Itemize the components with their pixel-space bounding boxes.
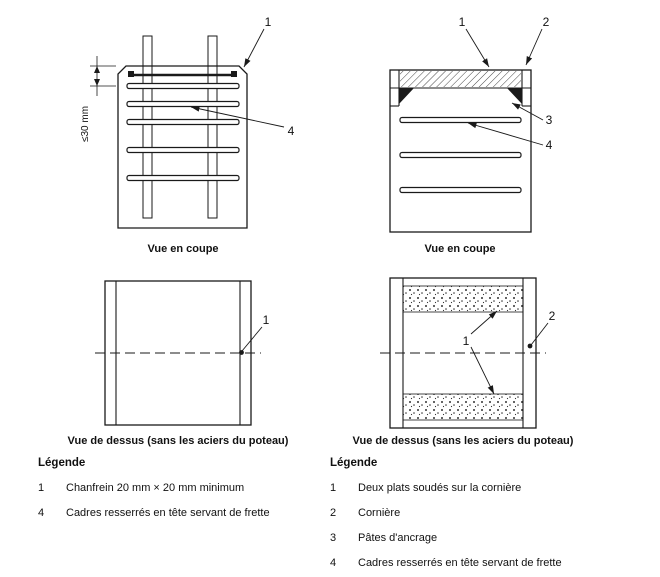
tie-bar: [126, 118, 240, 126]
leader-line: [241, 326, 263, 352]
figure-section-left: ≤30 mm 1 4 Vue en coupe: [80, 15, 295, 255]
leader-line: [467, 122, 544, 146]
leader-line: [511, 102, 544, 121]
figure-caption: Vue en coupe: [424, 243, 495, 255]
legend-item-number: 1: [330, 482, 336, 494]
dimension-tie-spacing: ≤30 mm: [80, 56, 116, 142]
dimension-arrow: [94, 66, 100, 73]
callout-chamfer: 1: [263, 313, 270, 327]
callout-ties: 4: [288, 124, 295, 138]
figure-plan-left: 1 Vue de dessus (sans les aciers du pote…: [68, 280, 289, 447]
callout-plates: 1: [459, 15, 466, 29]
leader-line: [530, 322, 549, 346]
tie-bar: [126, 146, 240, 154]
anchor-lug-right: [507, 88, 522, 104]
leader-line: [465, 28, 490, 68]
column-outline: [389, 69, 532, 233]
leader-dot: [527, 343, 533, 349]
legend-item-text: Cadres resserrés en tête servant de fret…: [66, 507, 270, 519]
leader-line: [470, 346, 495, 395]
head-tie-bars: [399, 116, 522, 194]
tie-bar: [126, 100, 240, 108]
vertical-rebar: [142, 35, 153, 219]
callout-anchor: 3: [546, 113, 553, 127]
legend-item-number: 4: [330, 557, 336, 569]
leader-dot: [239, 350, 244, 355]
tie-bar: [126, 174, 240, 182]
tie-hook: [231, 71, 237, 77]
figure-caption: Vue de dessus (sans les aciers du poteau…: [68, 435, 289, 447]
legend-item-text: Deux plats soudés sur la cornière: [358, 482, 521, 494]
legend-item-number: 1: [38, 482, 44, 494]
legend-left: Légende 1 Chanfrein 20 mm × 20 mm minimu…: [38, 457, 270, 519]
callout-ties: 4: [546, 138, 553, 152]
dimension-label: ≤30 mm: [80, 106, 91, 142]
legend-item-text: Cadres resserrés en tête servant de fret…: [358, 557, 562, 569]
welded-plate-top: [402, 285, 524, 313]
callout-plates: 1: [463, 334, 470, 348]
figure-plan-right: 1 2 Vue de dessus (sans les aciers du po…: [353, 277, 574, 447]
legend-item-number: 3: [330, 532, 336, 544]
leader-line: [470, 310, 498, 335]
tie-bar: [399, 186, 522, 194]
tie-hook: [128, 71, 134, 77]
welded-plate-bottom: [402, 393, 524, 421]
leader-line: [525, 28, 543, 66]
column-outline-chamfered: [117, 65, 248, 229]
leader-line: [243, 28, 265, 68]
callout-angle: 2: [549, 309, 556, 323]
legend-title: Légende: [330, 457, 377, 469]
vertical-rebar: [207, 35, 218, 219]
legend-item-number: 2: [330, 507, 336, 519]
legend-right: Légende 1 Deux plats soudés sur la corni…: [330, 457, 562, 569]
leader-line: [190, 105, 285, 128]
tie-bar: [399, 151, 522, 159]
legend-title: Légende: [38, 457, 85, 469]
tie-bar: [126, 82, 240, 90]
tie-bar: [399, 116, 522, 124]
callout-chamfer: 1: [265, 15, 272, 29]
legend-item-number: 4: [38, 507, 44, 519]
legend-item-text: Chanfrein 20 mm × 20 mm minimum: [66, 482, 244, 494]
callout-angle: 2: [543, 15, 550, 29]
head-tie-bars: [126, 71, 240, 182]
figure-caption: Vue de dessus (sans les aciers du poteau…: [353, 435, 574, 447]
dimension-arrow: [94, 79, 100, 86]
legend-item-text: Pâtes d'ancrage: [358, 532, 437, 544]
figure-caption: Vue en coupe: [147, 243, 218, 255]
figure-section-right: 1 2 3 4 Vue en coupe: [389, 15, 553, 255]
anchor-lug-left: [399, 88, 414, 104]
anchor-paste-band: [400, 71, 521, 87]
legend-item-text: Cornière: [358, 507, 400, 519]
